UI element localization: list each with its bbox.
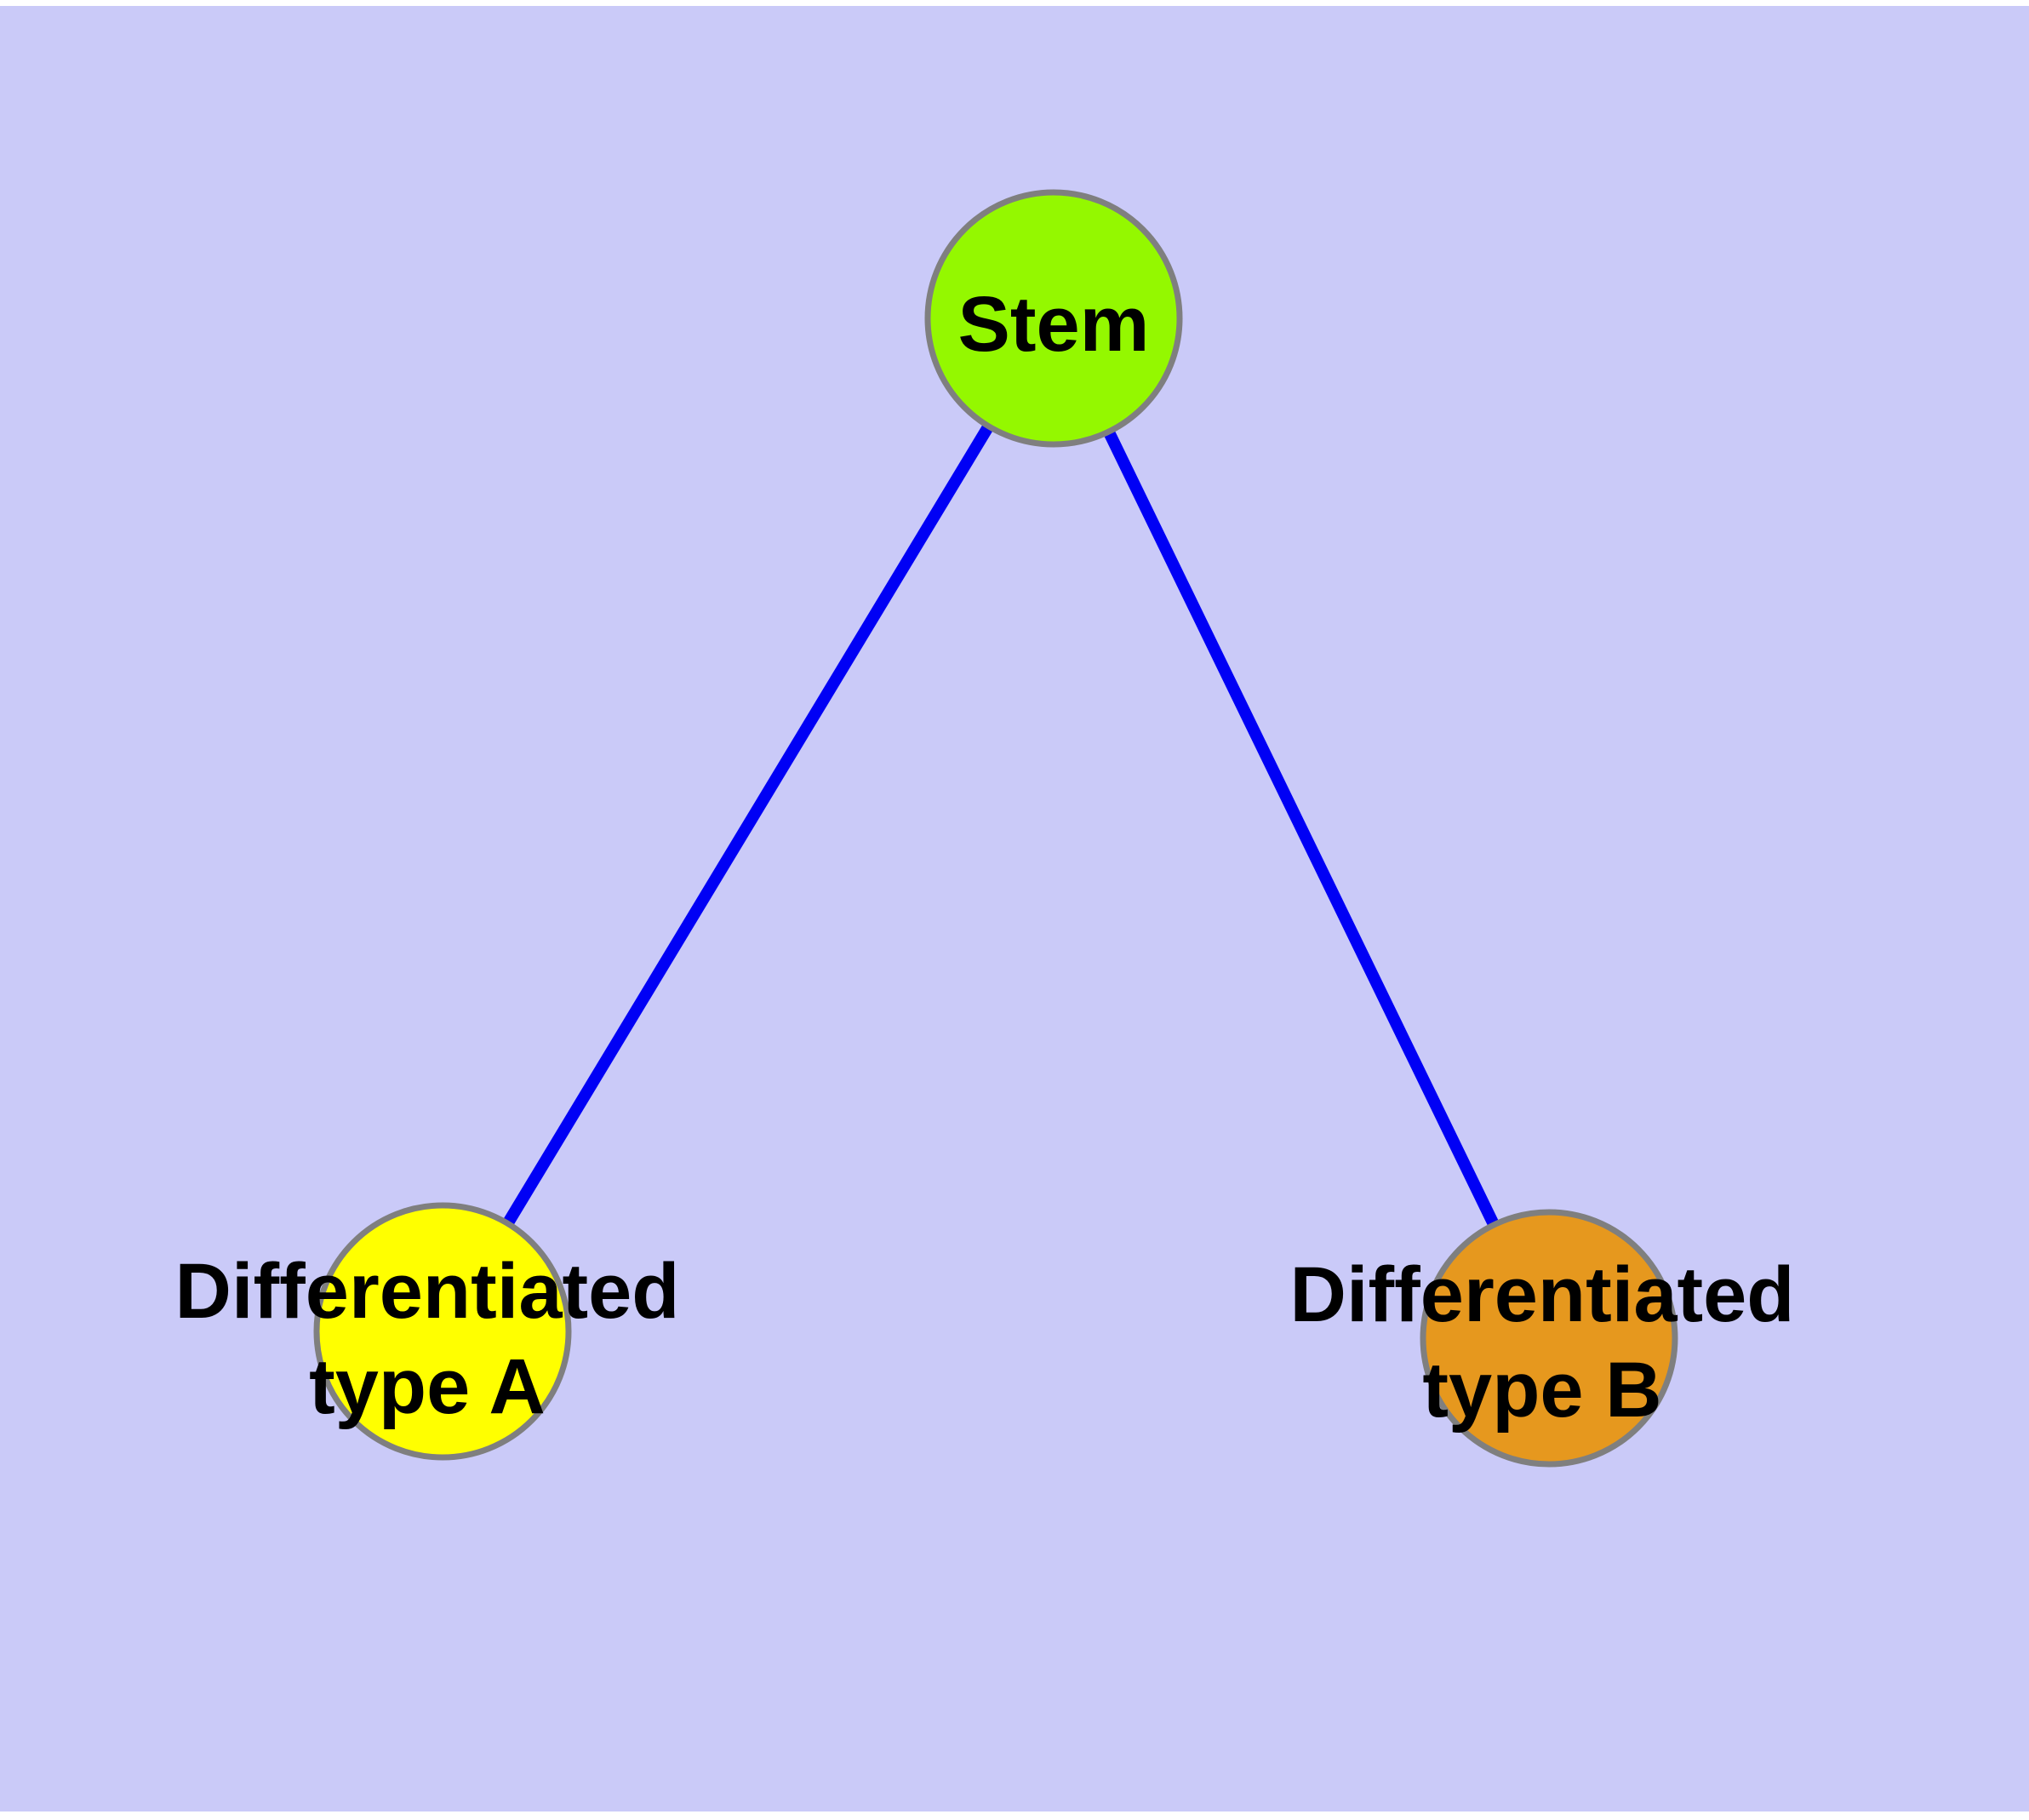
edge-stem-to-type-a bbox=[437, 315, 1059, 1335]
node-differentiated-type-a bbox=[313, 1202, 572, 1461]
edge-stem-to-type-b bbox=[1048, 315, 1555, 1342]
node-type-a-label-line1: Differentiated bbox=[175, 1248, 680, 1335]
node-stem-label: Stem bbox=[958, 281, 1150, 368]
node-type-b-label-line2: type B bbox=[1422, 1347, 1661, 1434]
node-type-a-label-line2: type A bbox=[309, 1343, 546, 1430]
node-differentiated-type-b bbox=[1420, 1209, 1678, 1468]
node-stem bbox=[924, 189, 1183, 448]
node-group bbox=[313, 189, 1678, 1468]
label-group: Stem Differentiated type A Differentiate… bbox=[175, 281, 1795, 1434]
node-type-b-label-line1: Differentiated bbox=[1290, 1251, 1795, 1338]
edge-group bbox=[437, 315, 1555, 1342]
